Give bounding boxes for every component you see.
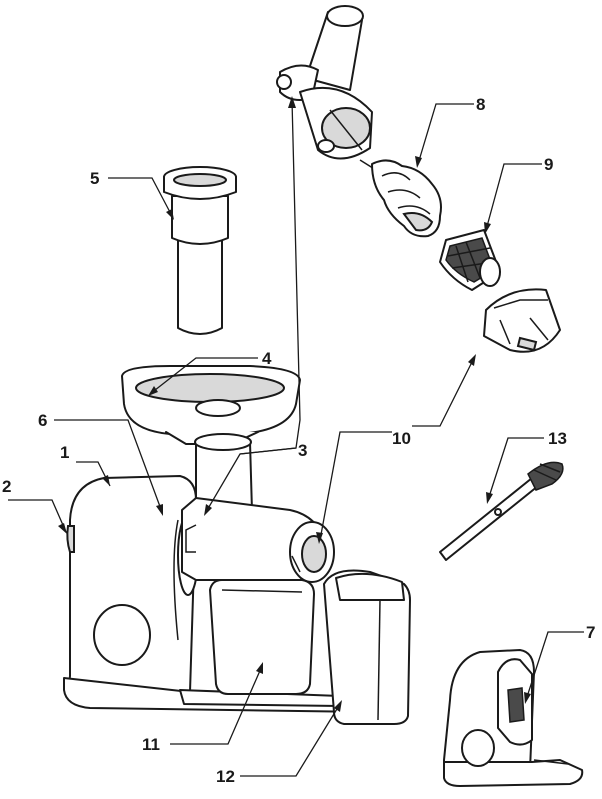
callout-12: 12 [216, 767, 235, 786]
callout-3: 3 [298, 441, 307, 460]
callout-labels: 1 2 3 4 5 6 7 8 9 10 11 12 13 [2, 95, 595, 786]
part-pulp-container [323, 569, 411, 725]
callout-4: 4 [262, 349, 272, 368]
callout-2: 2 [2, 477, 11, 496]
part-feed-chute [276, 5, 373, 160]
callout-10: 10 [392, 429, 411, 448]
part-juice-cup [209, 579, 315, 695]
callout-11: 11 [142, 735, 160, 754]
part-strainer [439, 229, 501, 291]
callout-1: 1 [60, 443, 69, 462]
callout-6: 6 [38, 411, 47, 430]
part-base-rear-view [443, 649, 584, 787]
callout-9: 9 [544, 155, 553, 174]
callout-13: 13 [548, 429, 567, 448]
part-cleaning-brush [439, 461, 564, 561]
part-juicing-body [181, 433, 335, 583]
part-auger [359, 159, 442, 238]
callout-8: 8 [476, 95, 485, 114]
leader-lines [8, 96, 584, 777]
part-pusher [163, 166, 237, 335]
callout-7: 7 [586, 623, 595, 642]
callout-5: 5 [90, 169, 99, 188]
part-hopper [121, 365, 301, 445]
part-end-cap [483, 288, 561, 353]
